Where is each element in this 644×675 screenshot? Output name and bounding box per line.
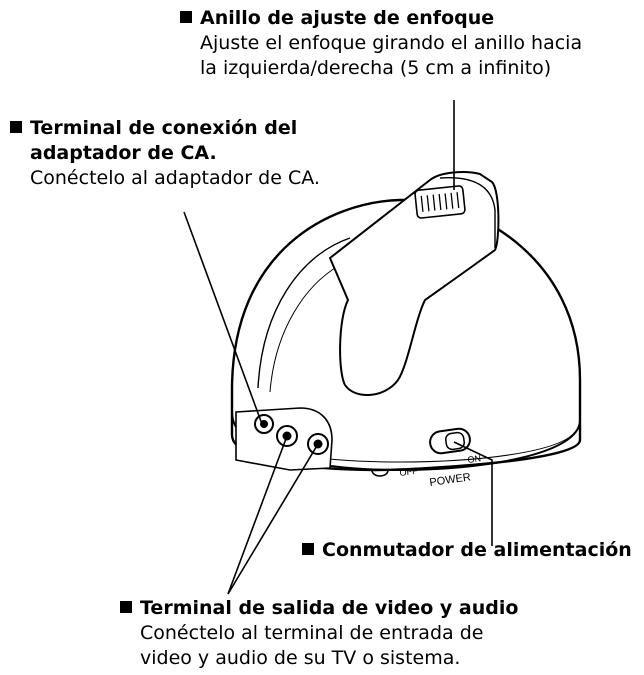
dome-inner-arc xyxy=(257,237,351,389)
focus-ring-desc-2: la izquierda/derecha (5 cm a infinito) xyxy=(200,57,552,79)
ac-terminal-desc: Conéctelo al adaptador de CA. xyxy=(30,167,320,189)
switch-power-label: POWER xyxy=(429,471,472,489)
focus-ring-title: Anillo de ajuste de enfoque xyxy=(200,7,495,29)
switch-on-label: ON xyxy=(467,453,482,465)
focus-ring-desc-1: Ajuste el enfoque girando el anillo haci… xyxy=(200,32,583,54)
leader-power-switch xyxy=(453,441,493,546)
leader-av-out-2 xyxy=(227,443,319,595)
base-notch xyxy=(371,469,389,477)
callout-power-switch: Conmutador de alimentación xyxy=(302,538,632,563)
ac-adapter-jack xyxy=(254,414,274,434)
focus-ring-ridges xyxy=(420,192,460,212)
callout-focus-ring: Anillo de ajuste de enfoque Ajuste el en… xyxy=(180,6,582,81)
leader-av-out-1 xyxy=(227,435,288,595)
av-out-desc-2: video y audio de su TV o sistema. xyxy=(140,647,461,669)
camera-arm xyxy=(328,171,500,397)
bullet-icon xyxy=(180,11,192,23)
dome-inner-arc-2 xyxy=(269,264,341,393)
power-switch-title: Conmutador de alimentación xyxy=(322,539,632,561)
ac-terminal-title-1: Terminal de conexión del xyxy=(30,117,298,139)
av-out-title: Terminal de salida de video y audio xyxy=(140,597,519,619)
camera-arm-side xyxy=(439,177,496,248)
bullet-icon xyxy=(10,121,22,133)
switch-off-label: OFF xyxy=(399,466,419,478)
callout-av-out: Terminal de salida de video y audio Coné… xyxy=(120,596,518,671)
bullet-icon xyxy=(120,601,132,613)
leader-ac-terminal xyxy=(183,211,263,425)
ac-terminal-title-2: adaptador de CA. xyxy=(30,142,217,164)
callout-ac-terminal: Terminal de conexión del adaptador de CA… xyxy=(10,116,320,191)
av-out-desc-1: Conéctelo al terminal de entrada de xyxy=(140,622,484,644)
bullet-icon xyxy=(302,543,314,555)
